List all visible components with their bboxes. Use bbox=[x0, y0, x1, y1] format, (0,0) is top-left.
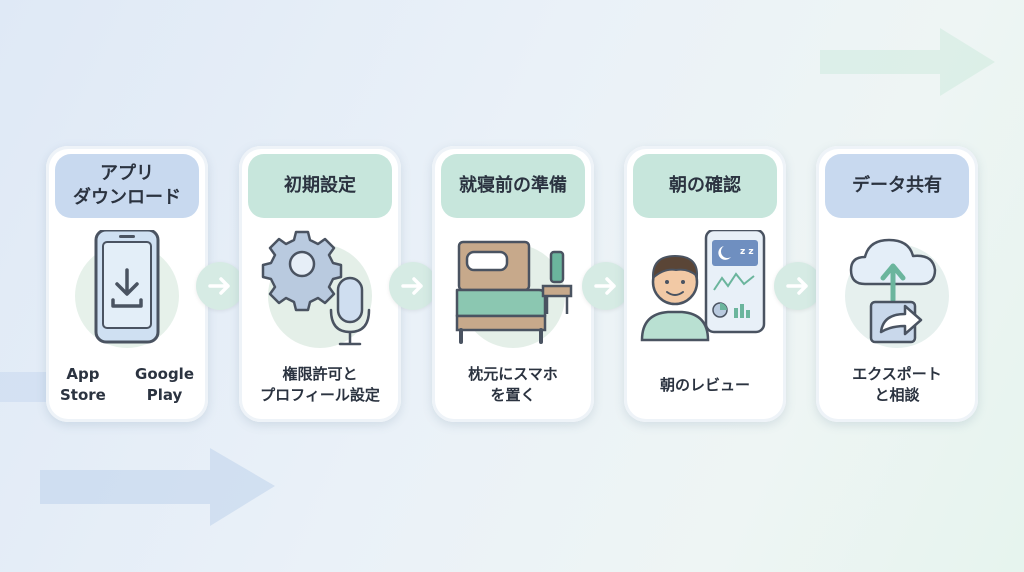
google-play-label: Google Play bbox=[135, 365, 194, 404]
step-label-line: 権限許可と bbox=[282, 365, 358, 383]
step-title: データ共有 bbox=[825, 154, 969, 218]
arrow-right-icon bbox=[786, 277, 808, 295]
step-title: アプリ ダウンロード bbox=[55, 154, 199, 218]
arrow-right-icon bbox=[208, 277, 230, 295]
step-card-app-download: アプリ ダウンロード App Store Google Play bbox=[46, 146, 208, 422]
gear-microphone-icon bbox=[260, 230, 380, 350]
phone-download-icon bbox=[67, 230, 187, 350]
arrow-connector bbox=[774, 262, 822, 310]
background-arrow-top-right bbox=[820, 28, 995, 96]
step-label-line: を置く bbox=[490, 386, 536, 404]
step-label-line: 枕元にスマホ bbox=[468, 365, 558, 383]
arrow-connector bbox=[196, 262, 244, 310]
bed-phone-icon bbox=[453, 230, 573, 350]
step-label-line: プロフィール設定 bbox=[260, 386, 380, 404]
svg-text:z z: z z bbox=[740, 247, 754, 257]
step-title: 就寝前の準備 bbox=[441, 154, 585, 218]
store-labels: App Store Google Play bbox=[52, 354, 202, 416]
background-arrow-bottom-left bbox=[40, 448, 275, 526]
step-label: エクスポート と相談 bbox=[822, 354, 972, 416]
person-sleep-report-icon: z z bbox=[636, 230, 776, 350]
app-store-label: App Store bbox=[60, 365, 106, 404]
arrow-right-icon bbox=[401, 277, 423, 295]
step-title: 朝の確認 bbox=[633, 154, 777, 218]
step-label: 枕元にスマホ を置く bbox=[438, 354, 588, 416]
step-title-line: ダウンロード bbox=[73, 187, 181, 208]
step-label: 権限許可と プロフィール設定 bbox=[245, 354, 395, 416]
arrow-connector bbox=[389, 262, 437, 310]
arrow-connector bbox=[582, 262, 630, 310]
step-label: 朝のレビュー bbox=[659, 375, 750, 394]
step-card-initial-setup: 初期設定 権限許可と プロフィール設定 bbox=[239, 146, 401, 422]
step-title: 初期設定 bbox=[248, 154, 392, 218]
cloud-share-icon bbox=[837, 230, 957, 350]
step-title-line: アプリ bbox=[100, 163, 154, 184]
step-card-morning-check: 朝の確認 z z 朝のレビュー bbox=[624, 146, 786, 422]
step-card-data-sharing: データ共有 エクスポート と相談 bbox=[816, 146, 978, 422]
step-card-bedtime-prep: 就寝前の準備 枕元にスマホ を置く bbox=[432, 146, 594, 422]
step-label-line: エクスポート bbox=[852, 365, 942, 383]
arrow-right-icon bbox=[594, 277, 616, 295]
step-label-line: と相談 bbox=[874, 386, 920, 404]
